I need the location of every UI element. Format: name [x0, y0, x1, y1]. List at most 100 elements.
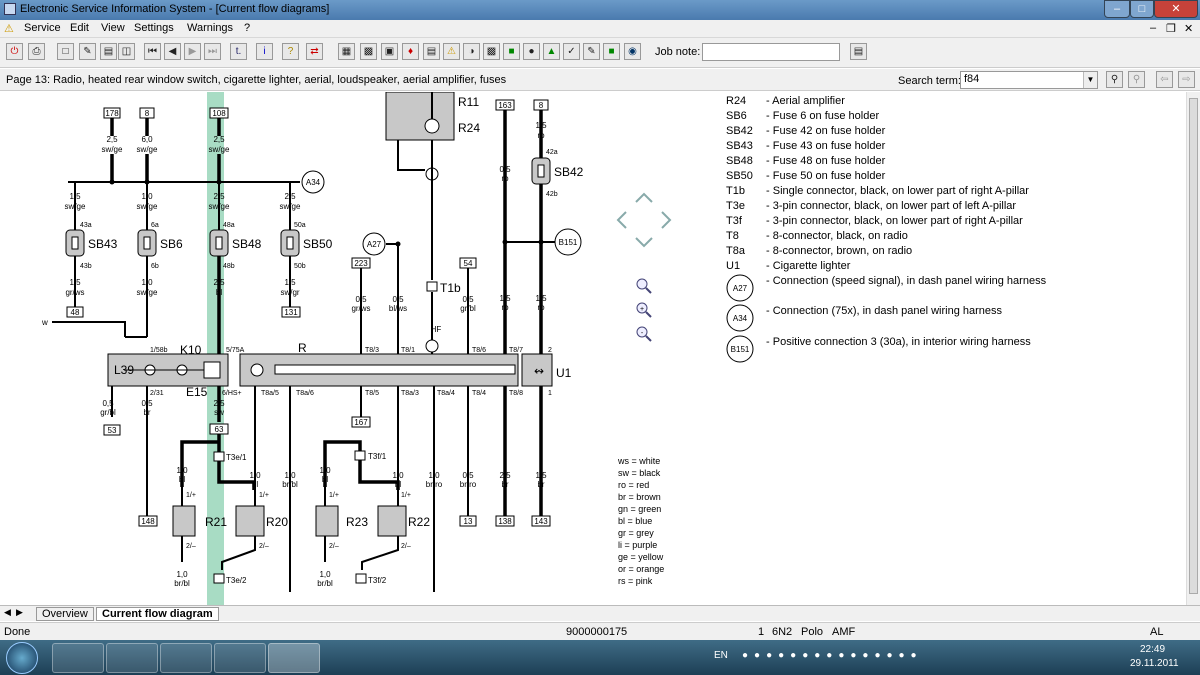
wire-size: 1,0: [249, 471, 261, 480]
tool-9-icon[interactable]: ▲: [543, 43, 560, 60]
scroll-thumb[interactable]: [1189, 98, 1198, 594]
vertical-scrollbar[interactable]: [1186, 92, 1200, 605]
tool-3-icon[interactable]: ▣: [381, 43, 398, 60]
warning-icon[interactable]: ⚠: [443, 43, 460, 60]
search-input[interactable]: f84 ▼: [960, 71, 1098, 89]
svg-text:43b: 43b: [80, 263, 92, 270]
menu-edit[interactable]: Edit: [70, 22, 89, 34]
info-icon[interactable]: i: [256, 43, 273, 60]
tool-11-icon[interactable]: ■: [603, 43, 620, 60]
legend-row: T8a: [726, 245, 745, 257]
taskbar-ie-icon[interactable]: [214, 643, 266, 673]
tool-5-icon[interactable]: ▤: [423, 43, 440, 60]
tab-scroll-left-icon[interactable]: ◀: [4, 607, 11, 617]
help-icon[interactable]: ?: [282, 43, 299, 60]
search-prev-icon[interactable]: ⇦: [1156, 71, 1173, 88]
color-key-row: gn = green: [618, 504, 662, 514]
svg-text:+: +: [640, 306, 644, 313]
legend-row: - Connection (75x), in dash panel wiring…: [766, 305, 1003, 317]
window-title: Electronic Service Information System - …: [20, 3, 330, 15]
job-note-input[interactable]: [702, 43, 840, 61]
legend-row: - Fuse 42 on fuse holder: [766, 125, 886, 137]
diagram-canvas[interactable]: .w{stroke:#000;stroke-width:2;fill:none}…: [0, 92, 1186, 605]
wire-size: 1,0: [392, 471, 404, 480]
zoom-in-icon[interactable]: +: [636, 302, 652, 318]
next-page-icon[interactable]: ▶: [184, 43, 201, 60]
tool-10-icon[interactable]: ✎: [583, 43, 600, 60]
search-next-icon[interactable]: ⇨: [1178, 71, 1195, 88]
job-note-button-icon[interactable]: ▤: [850, 43, 867, 60]
checklist-icon[interactable]: ✓: [563, 43, 580, 60]
zoom-out-icon[interactable]: -: [636, 326, 652, 342]
switch-icon[interactable]: ⇄: [306, 43, 323, 60]
close-button[interactable]: ✕: [1154, 0, 1198, 18]
svg-text:48a: 48a: [223, 222, 235, 229]
taskbar-media-icon[interactable]: [106, 643, 158, 673]
menu-view[interactable]: View: [101, 22, 125, 34]
maximize-button[interactable]: □: [1130, 0, 1154, 18]
save-icon[interactable]: ▩: [483, 43, 500, 60]
chevron-down-icon[interactable]: ▼: [1083, 72, 1097, 88]
search-clear-icon[interactable]: ⚲: [1128, 71, 1145, 88]
mdi-minimize-icon[interactable]: –: [1150, 22, 1157, 34]
menu-bar: ⚠ Service Edit View Settings Warnings ? …: [0, 20, 1200, 38]
zoom-icon[interactable]: [636, 278, 652, 294]
tool-1-icon[interactable]: ▦: [338, 43, 355, 60]
first-page-icon[interactable]: ⏮: [144, 43, 161, 60]
svg-text:1/+: 1/+: [401, 492, 411, 499]
mdi-close-icon[interactable]: ✕: [1184, 23, 1194, 35]
connector-a34: [301, 170, 325, 194]
taskbar-explorer-icon[interactable]: [52, 643, 104, 673]
tool-4-icon[interactable]: ♦: [402, 43, 419, 60]
status-model-code: 6N2: [772, 626, 793, 638]
wire-color: ro: [501, 303, 509, 312]
connector-label: A27: [367, 240, 382, 249]
print-icon[interactable]: ⎙: [28, 43, 45, 60]
edit-doc-icon[interactable]: ✎: [79, 43, 96, 60]
tab-overview[interactable]: Overview: [36, 607, 94, 621]
globe-icon[interactable]: ◉: [624, 43, 641, 60]
prev-page-icon[interactable]: ◀: [164, 43, 181, 60]
tab-scroll-right-icon[interactable]: ▶: [16, 607, 23, 617]
menu-help[interactable]: ?: [244, 22, 251, 34]
tool-2-icon[interactable]: ▩: [360, 43, 377, 60]
tab-current-flow-diagram[interactable]: Current flow diagram: [96, 607, 219, 621]
last-page-icon[interactable]: ⏭: [204, 43, 221, 60]
search-run-icon[interactable]: ⚲: [1106, 71, 1123, 88]
connector-label: T1b: [440, 281, 461, 295]
legend-circle-a27: [726, 274, 754, 302]
taskbar-elsa-icon[interactable]: [268, 643, 320, 673]
tool-6-icon[interactable]: ◑: [463, 43, 480, 60]
status-lang: AL: [1150, 626, 1164, 638]
mdi-restore-icon[interactable]: ❐: [1166, 23, 1176, 35]
pan-navigator[interactable]: [616, 192, 672, 248]
exit-icon[interactable]: ⏻: [6, 43, 23, 60]
tray-time[interactable]: 22:49: [1140, 644, 1166, 655]
connector-label: T3f/2: [368, 576, 387, 585]
svg-text:SB6: SB6: [160, 237, 183, 251]
docs-icon[interactable]: ▤: [100, 43, 117, 60]
goto-icon[interactable]: t.: [230, 43, 247, 60]
start-button[interactable]: [6, 642, 38, 674]
wire-size: 0,5: [499, 165, 511, 174]
tool-8-icon[interactable]: ●: [523, 43, 540, 60]
taskbar-chrome-icon[interactable]: [160, 643, 212, 673]
wire-color: bl: [216, 288, 222, 297]
wire-size: 1,0: [428, 471, 440, 480]
tray-icons[interactable]: ●●●●●●●●●●●●●●●: [742, 650, 923, 661]
tray-lang[interactable]: EN: [714, 650, 728, 661]
tray-date[interactable]: 29.11.2011: [1130, 658, 1179, 669]
minimize-button[interactable]: –: [1104, 0, 1130, 18]
color-key-row: gr = grey: [618, 528, 654, 538]
menu-service[interactable]: Service: [24, 22, 61, 34]
wire-size: 1,5: [284, 278, 296, 287]
menu-settings[interactable]: Settings: [134, 22, 174, 34]
wire-size: 1,5: [535, 294, 547, 303]
new-doc-icon[interactable]: □: [57, 43, 74, 60]
wire-color: sw/ge: [102, 145, 123, 154]
car-icon[interactable]: ◫: [118, 43, 135, 60]
legend-row: - Fuse 6 on fuse holder: [766, 110, 880, 122]
menu-warnings[interactable]: Warnings: [187, 22, 234, 34]
tool-7-icon[interactable]: ■: [503, 43, 520, 60]
legend-row: - Fuse 48 on fuse holder: [766, 155, 886, 167]
